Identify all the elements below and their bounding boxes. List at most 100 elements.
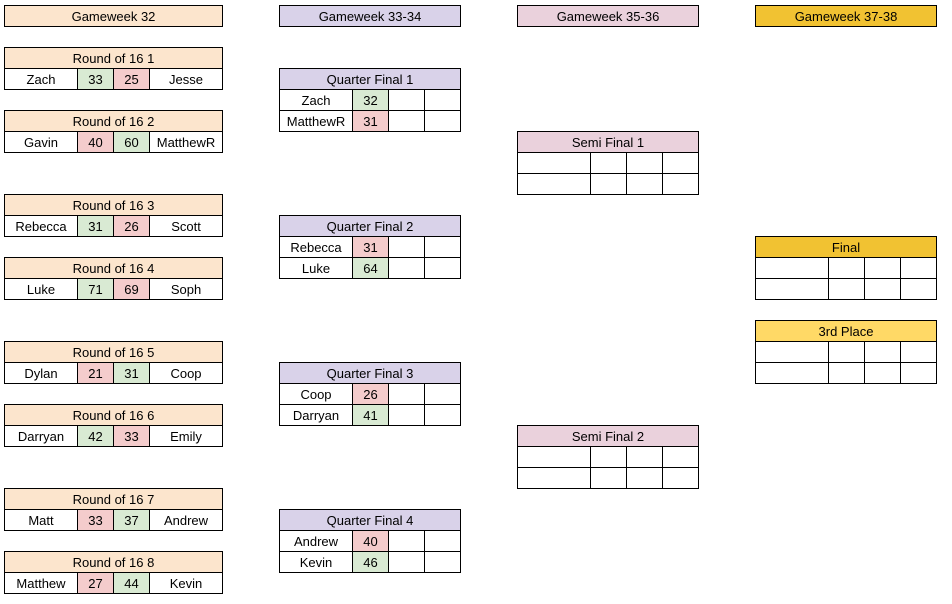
sf-match-1-player2[interactable] [517, 173, 591, 195]
qf-match-2-extra1a[interactable] [388, 236, 425, 258]
qf-match-2-score1[interactable]: 31 [352, 236, 389, 258]
r16-match-8-title[interactable]: Round of 16 8 [4, 551, 223, 573]
sf-match-1-extra2a[interactable] [626, 173, 663, 195]
r16-match-2-score2[interactable]: 60 [113, 131, 150, 153]
final-match-title[interactable]: Final [755, 236, 937, 258]
qf-match-4-score1[interactable]: 40 [352, 530, 389, 552]
third-place-match-score1[interactable] [828, 341, 865, 363]
qf-match-1-extra1b[interactable] [424, 89, 461, 111]
qf-match-4-extra1a[interactable] [388, 530, 425, 552]
r16-match-7-player2[interactable]: Andrew [149, 509, 223, 531]
sf-match-1-player1[interactable] [517, 152, 591, 174]
r16-match-7-score1[interactable]: 33 [77, 509, 114, 531]
r16-match-6-player1[interactable]: Darryan [4, 425, 78, 447]
qf-match-4-score2[interactable]: 46 [352, 551, 389, 573]
qf-match-2-player2[interactable]: Luke [279, 257, 353, 279]
qf-match-1-score2[interactable]: 31 [352, 110, 389, 132]
r16-match-8-player1[interactable]: Matthew [4, 572, 78, 594]
gameweek-header-2[interactable]: Gameweek 33-34 [279, 5, 461, 27]
sf-match-1-extra1b[interactable] [662, 152, 699, 174]
sf-match-2-title[interactable]: Semi Final 2 [517, 425, 699, 447]
gameweek-header-4[interactable]: Gameweek 37-38 [755, 5, 937, 27]
third-place-match-player1[interactable] [755, 341, 829, 363]
qf-match-2-extra2b[interactable] [424, 257, 461, 279]
r16-match-5-player2[interactable]: Coop [149, 362, 223, 384]
final-match-extra1b[interactable] [900, 257, 937, 279]
gameweek-header-3[interactable]: Gameweek 35-36 [517, 5, 699, 27]
qf-match-3-extra1a[interactable] [388, 383, 425, 405]
r16-match-3-score1[interactable]: 31 [77, 215, 114, 237]
gameweek-header-1[interactable]: Gameweek 32 [4, 5, 223, 27]
r16-match-7-score2[interactable]: 37 [113, 509, 150, 531]
r16-match-4-score2[interactable]: 69 [113, 278, 150, 300]
r16-match-2-player1[interactable]: Gavin [4, 131, 78, 153]
qf-match-1-extra2b[interactable] [424, 110, 461, 132]
r16-match-6-score1[interactable]: 42 [77, 425, 114, 447]
qf-match-3-score1[interactable]: 26 [352, 383, 389, 405]
r16-match-3-player1[interactable]: Rebecca [4, 215, 78, 237]
qf-match-1-extra1a[interactable] [388, 89, 425, 111]
sf-match-1-score2[interactable] [590, 173, 627, 195]
r16-match-5-score1[interactable]: 21 [77, 362, 114, 384]
sf-match-2-extra2b[interactable] [662, 467, 699, 489]
r16-match-3-title[interactable]: Round of 16 3 [4, 194, 223, 216]
qf-match-3-extra2b[interactable] [424, 404, 461, 426]
sf-match-2-player2[interactable] [517, 467, 591, 489]
r16-match-7-player1[interactable]: Matt [4, 509, 78, 531]
sf-match-1-score1[interactable] [590, 152, 627, 174]
qf-match-4-extra2b[interactable] [424, 551, 461, 573]
qf-match-4-player2[interactable]: Kevin [279, 551, 353, 573]
r16-match-4-score1[interactable]: 71 [77, 278, 114, 300]
r16-match-8-score1[interactable]: 27 [77, 572, 114, 594]
third-place-match-player2[interactable] [755, 362, 829, 384]
final-match-player1[interactable] [755, 257, 829, 279]
r16-match-8-player2[interactable]: Kevin [149, 572, 223, 594]
sf-match-1-extra1a[interactable] [626, 152, 663, 174]
final-match-score1[interactable] [828, 257, 865, 279]
qf-match-4-title[interactable]: Quarter Final 4 [279, 509, 461, 531]
qf-match-1-extra2a[interactable] [388, 110, 425, 132]
r16-match-6-player2[interactable]: Emily [149, 425, 223, 447]
sf-match-2-score1[interactable] [590, 446, 627, 468]
r16-match-2-title[interactable]: Round of 16 2 [4, 110, 223, 132]
qf-match-3-player2[interactable]: Darryan [279, 404, 353, 426]
r16-match-3-score2[interactable]: 26 [113, 215, 150, 237]
final-match-extra2b[interactable] [900, 278, 937, 300]
qf-match-2-extra2a[interactable] [388, 257, 425, 279]
final-match-score2[interactable] [828, 278, 865, 300]
qf-match-1-score1[interactable]: 32 [352, 89, 389, 111]
third-place-match-score2[interactable] [828, 362, 865, 384]
r16-match-6-title[interactable]: Round of 16 6 [4, 404, 223, 426]
qf-match-4-player1[interactable]: Andrew [279, 530, 353, 552]
r16-match-1-player2[interactable]: Jesse [149, 68, 223, 90]
qf-match-2-score2[interactable]: 64 [352, 257, 389, 279]
qf-match-2-extra1b[interactable] [424, 236, 461, 258]
third-place-match-extra1a[interactable] [864, 341, 901, 363]
r16-match-4-player1[interactable]: Luke [4, 278, 78, 300]
r16-match-1-title[interactable]: Round of 16 1 [4, 47, 223, 69]
sf-match-1-title[interactable]: Semi Final 1 [517, 131, 699, 153]
sf-match-2-score2[interactable] [590, 467, 627, 489]
qf-match-4-extra2a[interactable] [388, 551, 425, 573]
qf-match-1-player2[interactable]: MatthewR [279, 110, 353, 132]
qf-match-1-player1[interactable]: Zach [279, 89, 353, 111]
r16-match-1-score2[interactable]: 25 [113, 68, 150, 90]
sf-match-2-extra1a[interactable] [626, 446, 663, 468]
qf-match-3-title[interactable]: Quarter Final 3 [279, 362, 461, 384]
sf-match-2-player1[interactable] [517, 446, 591, 468]
r16-match-1-player1[interactable]: Zach [4, 68, 78, 90]
third-place-match-extra1b[interactable] [900, 341, 937, 363]
qf-match-1-title[interactable]: Quarter Final 1 [279, 68, 461, 90]
r16-match-2-player2[interactable]: MatthewR [149, 131, 223, 153]
r16-match-5-title[interactable]: Round of 16 5 [4, 341, 223, 363]
final-match-extra1a[interactable] [864, 257, 901, 279]
r16-match-3-player2[interactable]: Scott [149, 215, 223, 237]
qf-match-3-extra2a[interactable] [388, 404, 425, 426]
sf-match-1-extra2b[interactable] [662, 173, 699, 195]
qf-match-2-player1[interactable]: Rebecca [279, 236, 353, 258]
r16-match-4-player2[interactable]: Soph [149, 278, 223, 300]
final-match-extra2a[interactable] [864, 278, 901, 300]
third-place-match-extra2a[interactable] [864, 362, 901, 384]
r16-match-8-score2[interactable]: 44 [113, 572, 150, 594]
r16-match-7-title[interactable]: Round of 16 7 [4, 488, 223, 510]
